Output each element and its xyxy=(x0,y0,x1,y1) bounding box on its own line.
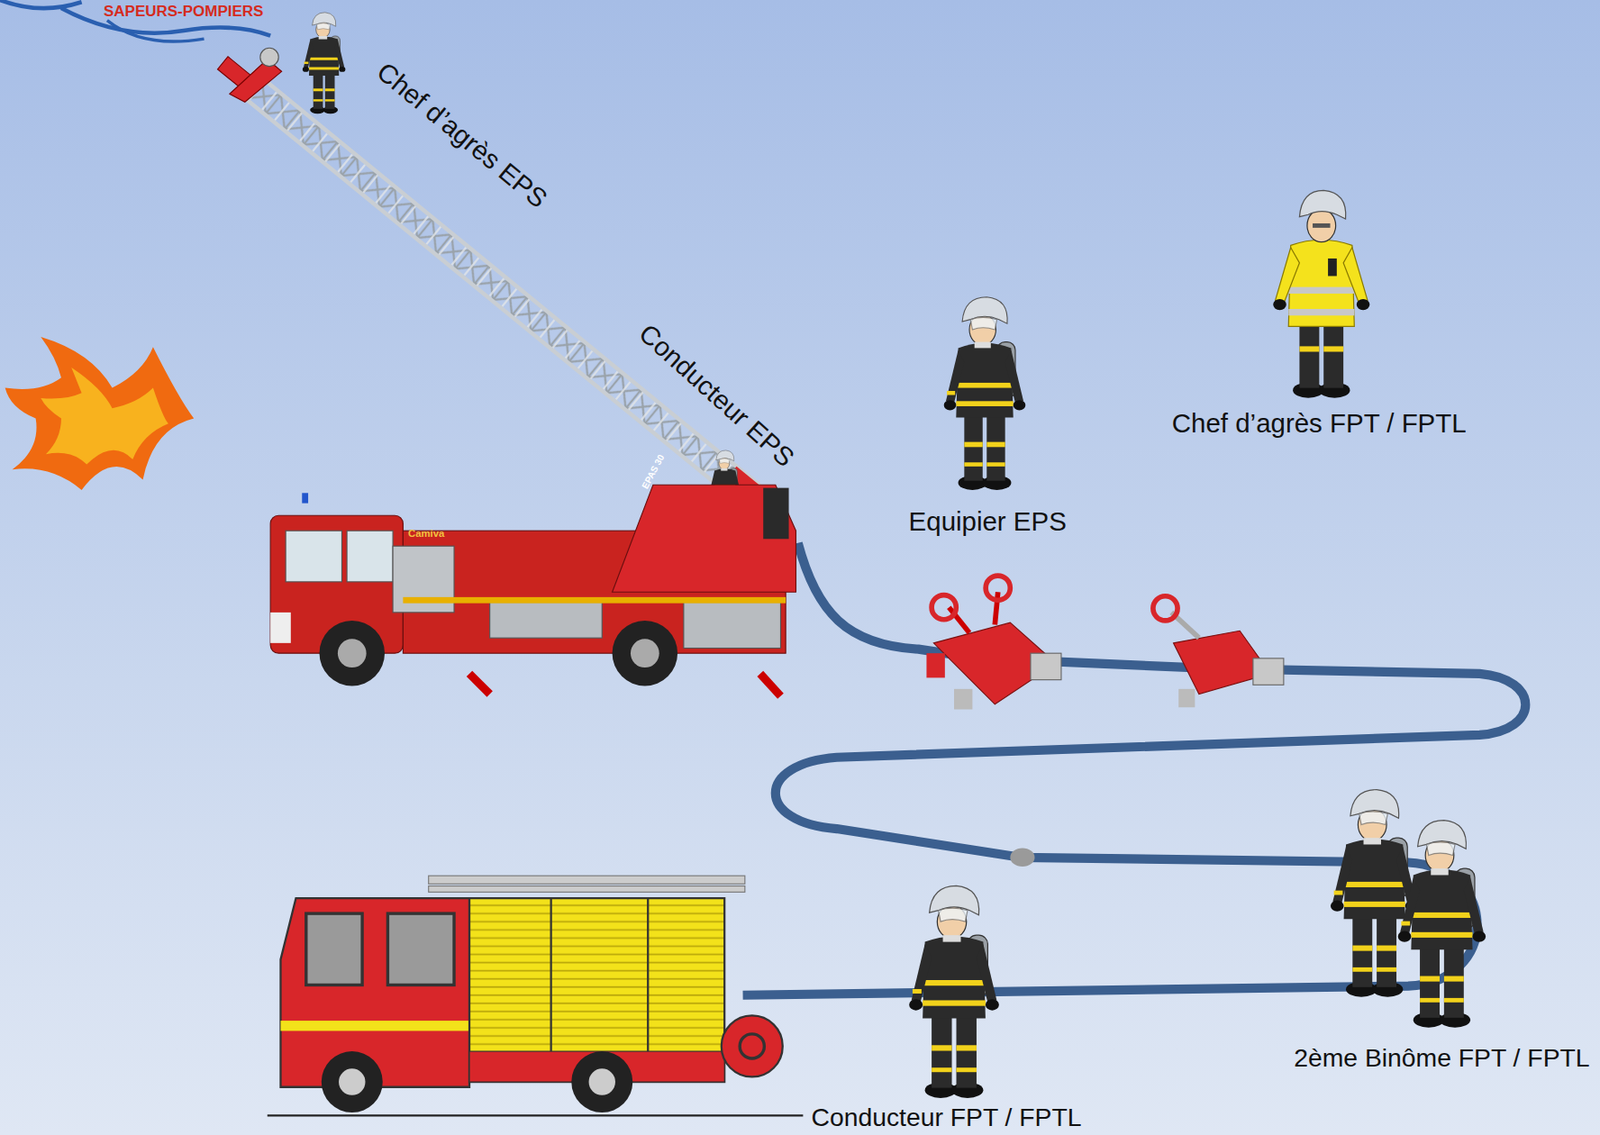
fpt-truck xyxy=(571,1051,633,1113)
divider xyxy=(1030,653,1062,680)
valve xyxy=(1178,689,1195,708)
eps-truck xyxy=(763,488,789,540)
divider xyxy=(994,591,998,625)
fpt-truck xyxy=(338,1068,365,1095)
eps-truck xyxy=(301,492,309,503)
eps-truck xyxy=(612,620,678,687)
logo xyxy=(0,0,82,9)
flame xyxy=(5,336,195,491)
fpt-truck xyxy=(267,875,804,1116)
eps-truck xyxy=(270,484,796,697)
conducteur-fpt-figure xyxy=(909,885,1000,1099)
eps-ladder xyxy=(214,52,784,526)
logo xyxy=(0,0,271,42)
valve xyxy=(1153,596,1284,709)
role-label: Chef d’agrès FPT / FPTL xyxy=(1172,409,1467,440)
chef-eps-figure xyxy=(302,12,346,114)
divider xyxy=(931,595,956,620)
fpt-truck xyxy=(280,1020,474,1031)
fpt-truck xyxy=(428,886,746,893)
flame xyxy=(40,367,169,465)
fpt-truck xyxy=(321,1051,383,1113)
eps-nozzle xyxy=(260,47,279,66)
flame xyxy=(5,336,195,491)
role-label: 2ème Binôme FPT / FPTL xyxy=(1293,1042,1590,1073)
hose xyxy=(1009,848,1035,867)
logo-text: SAPEURS-POMPIERS xyxy=(103,1,264,20)
fpt-truck xyxy=(721,1015,783,1077)
eps-truck xyxy=(612,484,797,592)
eps-truck xyxy=(319,620,385,687)
fpt-truck xyxy=(739,1034,764,1059)
eps-truck xyxy=(630,638,660,668)
role-label: Conducteur FPT / FPTL xyxy=(810,1101,1082,1132)
equipier-eps-figure xyxy=(944,297,1027,491)
role-label: Equipier EPS xyxy=(909,507,1067,538)
eps-ladder xyxy=(236,71,784,527)
eps-ladder xyxy=(245,81,776,516)
fpt-truck xyxy=(387,913,455,985)
valve xyxy=(1253,658,1284,685)
chef-fpt-figure xyxy=(1272,190,1370,398)
brand-text: Camiva xyxy=(408,527,445,540)
fpt-truck xyxy=(280,898,470,1088)
fpt-truck xyxy=(589,1068,616,1095)
binome-figure xyxy=(1398,820,1486,1028)
divider xyxy=(985,575,1010,600)
eps-truck xyxy=(469,673,491,695)
eps-truck xyxy=(346,530,393,582)
divider xyxy=(926,575,1062,710)
logo xyxy=(107,20,205,42)
fpt-truck xyxy=(306,913,363,985)
eps-truck xyxy=(285,530,342,582)
eps-ladder xyxy=(253,71,784,506)
divider xyxy=(926,653,945,678)
eps-truck xyxy=(402,597,786,604)
fpt-truck xyxy=(428,875,746,884)
fpt-truck xyxy=(267,1114,804,1117)
valve xyxy=(1153,596,1178,621)
binome-figure xyxy=(1330,790,1419,998)
divider xyxy=(948,607,970,633)
eps-truck xyxy=(760,673,782,697)
eps-truck xyxy=(337,638,367,668)
eps-truck xyxy=(270,612,291,644)
eps-truck xyxy=(490,602,603,639)
eps-nozzle xyxy=(229,47,282,102)
eps-truck xyxy=(683,602,782,649)
divider xyxy=(954,689,973,710)
